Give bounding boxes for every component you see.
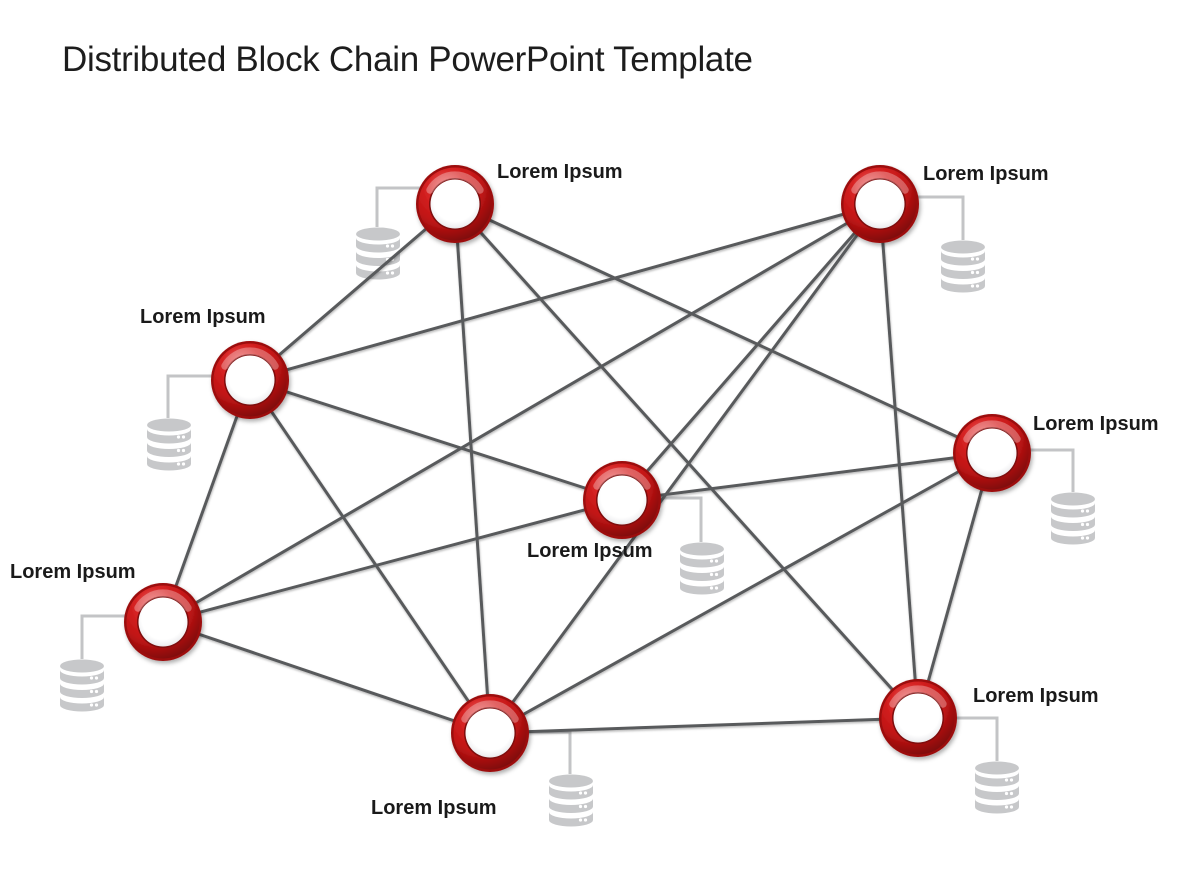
edge-n2-n8: [878, 203, 920, 719]
db-elbow-connector-n1: [375, 186, 423, 227]
edge-n4-n5: [621, 451, 993, 502]
edge-n2-n7: [488, 203, 882, 734]
edge-n1-n3: [249, 202, 456, 382]
edge-n3-n6: [161, 379, 252, 623]
ring-gloss-highlight: [426, 171, 484, 194]
database-icon[interactable]: [549, 774, 593, 827]
network-node-n3[interactable]: [211, 341, 289, 419]
edge-n3-n5: [249, 378, 623, 502]
edge-n4-n8: [916, 452, 994, 719]
node-label-n6[interactable]: Lorem Ipsum: [10, 561, 136, 583]
ring-gloss-highlight: [461, 700, 519, 723]
edge-n2-n5: [620, 203, 882, 501]
slide-title[interactable]: Distributed Block Chain PowerPoint Templ…: [62, 40, 753, 79]
network-node-n4[interactable]: [953, 414, 1031, 492]
ring-gloss-highlight: [221, 347, 279, 370]
network-node-n6[interactable]: [124, 583, 202, 661]
database-icon[interactable]: [1051, 492, 1095, 545]
edge-n6-n7: [162, 620, 491, 735]
network-node-n2[interactable]: [841, 165, 919, 243]
edge-n1-n4: [454, 202, 993, 455]
database-icon[interactable]: [680, 542, 724, 595]
ring-gloss-highlight: [593, 467, 651, 490]
network-node-n1[interactable]: [416, 165, 494, 243]
network-node-n7[interactable]: [451, 694, 529, 772]
database-icon[interactable]: [147, 418, 191, 471]
network-node-n5[interactable]: [583, 461, 661, 539]
node-label-n3[interactable]: Lorem Ipsum: [140, 306, 266, 328]
ring-gloss-highlight: [134, 589, 192, 612]
edge-n1-n8: [453, 202, 920, 720]
edge-layer: [161, 202, 994, 735]
database-icon[interactable]: [60, 659, 104, 712]
edge-n4-n7: [489, 451, 993, 735]
node-label-n4[interactable]: Lorem Ipsum: [1033, 413, 1159, 435]
database-icon[interactable]: [941, 240, 985, 293]
database-icon[interactable]: [975, 761, 1019, 814]
node-label-n1[interactable]: Lorem Ipsum: [497, 161, 623, 183]
node-layer: [124, 165, 1031, 772]
node-label-n8[interactable]: Lorem Ipsum: [973, 685, 1099, 707]
node-label-n5[interactable]: Lorem Ipsum: [527, 540, 653, 562]
ring-gloss-highlight: [851, 171, 909, 194]
network-node-n8[interactable]: [879, 679, 957, 757]
edge-n2-n3: [249, 202, 881, 382]
ring-gloss-highlight: [889, 685, 947, 708]
edge-n3-n7: [248, 379, 492, 734]
edge-n7-n8: [489, 716, 919, 735]
node-label-n2[interactable]: Lorem Ipsum: [923, 163, 1049, 185]
node-label-n7[interactable]: Lorem Ipsum: [371, 797, 497, 819]
edge-n1-n7: [453, 203, 492, 734]
ring-gloss-highlight: [963, 420, 1021, 443]
edge-n5-n6: [162, 498, 623, 624]
edge-n2-n6: [162, 202, 881, 624]
